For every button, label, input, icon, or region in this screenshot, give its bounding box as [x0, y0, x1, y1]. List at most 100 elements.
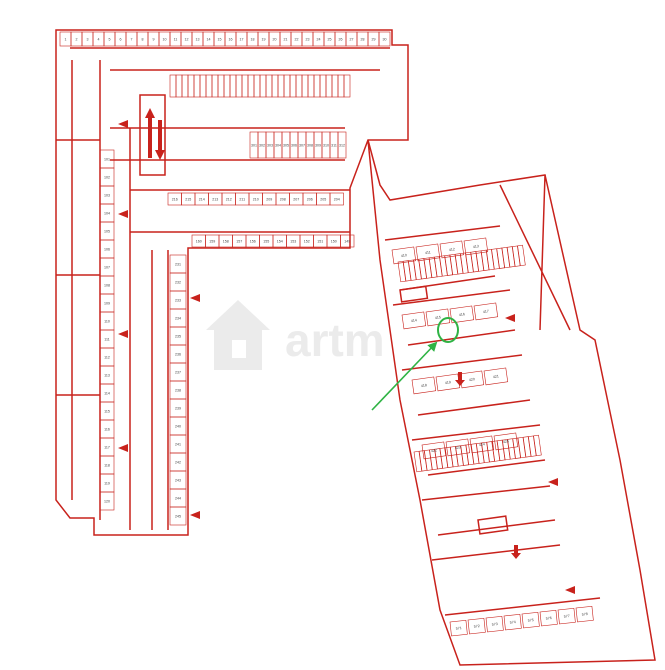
parking-space[interactable] — [259, 74, 267, 98]
parking-space[interactable] — [331, 74, 339, 98]
arrow-down-icon — [511, 545, 521, 559]
parking-space[interactable] — [467, 617, 486, 635]
parking-space[interactable] — [517, 244, 526, 267]
space-number: 305 — [283, 143, 289, 147]
stall-rows-right-wing — [391, 237, 542, 473]
parking-space[interactable] — [241, 74, 249, 98]
space-number: 5 — [109, 37, 111, 41]
parking-space[interactable] — [181, 74, 189, 98]
parking-space[interactable] — [247, 74, 255, 98]
watermark-text: artm — [285, 314, 385, 366]
parking-space[interactable] — [265, 74, 273, 98]
parking-space[interactable] — [313, 74, 321, 98]
parking-space[interactable] — [295, 74, 303, 98]
space-number: 10 — [163, 37, 167, 41]
parking-space[interactable] — [277, 74, 285, 98]
parking-space[interactable] — [319, 74, 327, 98]
parking-space[interactable] — [575, 605, 594, 623]
space-number: 423 — [455, 445, 461, 450]
parking-space[interactable] — [99, 491, 115, 511]
parking-space[interactable] — [378, 31, 391, 47]
highlight-circle[interactable] — [437, 317, 459, 343]
parking-space[interactable] — [473, 302, 499, 321]
space-number: 28 — [361, 37, 365, 41]
parking-space[interactable] — [533, 434, 542, 457]
space-number: 2 — [76, 37, 78, 41]
parking-space[interactable] — [175, 74, 183, 98]
parking-space[interactable] — [445, 438, 471, 457]
space-number: 301 — [251, 143, 257, 147]
space-number: 205 — [320, 197, 326, 201]
parking-space[interactable] — [211, 74, 219, 98]
parking-space[interactable] — [391, 246, 417, 265]
parking-space[interactable] — [217, 74, 225, 98]
highlight-marker[interactable] — [371, 317, 459, 411]
parking-space[interactable] — [401, 311, 427, 330]
parking-space[interactable] — [329, 192, 344, 206]
parking-space[interactable] — [521, 611, 540, 629]
parking-space[interactable] — [439, 240, 465, 259]
parking-space[interactable] — [253, 74, 261, 98]
parking-space[interactable] — [289, 74, 297, 98]
space-number: 159 — [209, 239, 215, 243]
parking-space[interactable] — [301, 74, 309, 98]
space-number: 1 — [65, 37, 67, 41]
space-number: 118 — [104, 463, 110, 467]
parking-space[interactable] — [340, 234, 355, 248]
space-number: 212 — [226, 197, 232, 201]
parking-space[interactable] — [169, 506, 187, 526]
space-number: 110 — [104, 319, 110, 323]
parking-space[interactable] — [187, 74, 195, 98]
parking-space[interactable] — [493, 432, 519, 451]
space-number: 576 — [546, 616, 552, 621]
space-number: 424 — [479, 442, 485, 447]
space-number: 107 — [104, 265, 110, 269]
space-number: 416 — [459, 312, 465, 317]
parking-space[interactable] — [205, 74, 213, 98]
right-building — [367, 139, 656, 666]
parking-space[interactable] — [415, 243, 441, 262]
space-number: 414 — [411, 318, 417, 323]
parking-space[interactable] — [449, 619, 468, 637]
space-number: 157 — [236, 239, 242, 243]
space-number: 103 — [104, 193, 110, 197]
space-number: 102 — [104, 175, 110, 179]
parking-space[interactable] — [169, 74, 177, 98]
parking-space[interactable] — [325, 74, 333, 98]
space-number: 152 — [304, 239, 310, 243]
parking-space[interactable] — [449, 305, 475, 324]
house-icon — [206, 300, 270, 370]
space-number: 410 — [401, 253, 407, 258]
space-number: 207 — [293, 197, 299, 201]
parking-space[interactable] — [337, 74, 345, 98]
space-number: 150 — [331, 239, 337, 243]
parking-space[interactable] — [483, 367, 509, 386]
space-number: 14 — [207, 37, 211, 41]
parking-space[interactable] — [463, 237, 489, 256]
space-number: 215 — [185, 197, 191, 201]
parking-space[interactable] — [223, 74, 231, 98]
space-number: 155 — [263, 239, 269, 243]
parking-space[interactable] — [193, 74, 201, 98]
parking-space[interactable] — [235, 74, 243, 98]
parking-space[interactable] — [271, 74, 279, 98]
parking-space[interactable] — [557, 607, 576, 625]
space-number: 421 — [493, 374, 499, 379]
space-number: 6 — [120, 37, 122, 41]
parking-space[interactable] — [307, 74, 315, 98]
parking-space[interactable] — [421, 441, 447, 460]
parking-space[interactable] — [343, 74, 351, 98]
parking-space[interactable] — [485, 615, 504, 633]
parking-space[interactable] — [229, 74, 237, 98]
space-number: 425 — [503, 439, 509, 444]
parking-space[interactable] — [539, 609, 558, 627]
parking-space[interactable] — [283, 74, 291, 98]
parking-space[interactable] — [199, 74, 207, 98]
parking-space[interactable] — [337, 131, 347, 159]
space-number: 158 — [223, 239, 229, 243]
parking-space[interactable] — [503, 613, 522, 631]
parking-space[interactable] — [411, 376, 437, 395]
space-number: 3 — [87, 37, 89, 41]
space-number: 233 — [175, 298, 181, 302]
